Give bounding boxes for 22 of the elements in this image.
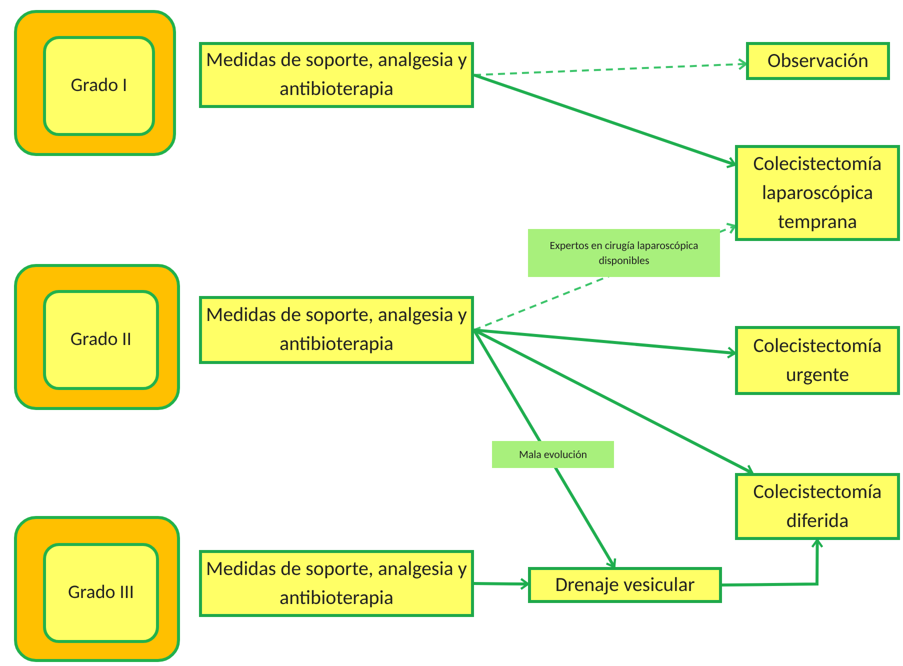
grade-box: Grado II	[43, 290, 159, 390]
edge-label: Mala evolución	[492, 441, 614, 468]
process-box: Observación	[746, 42, 890, 80]
arrow	[472, 329, 616, 568]
grade-frame	[14, 264, 180, 410]
grade-frame	[14, 516, 180, 662]
arrow	[474, 578, 530, 590]
process-box: Drenaje vesicular	[528, 567, 722, 603]
grade-frame	[14, 10, 176, 156]
edge-label: Expertos en cirugía laparoscópica disponibles	[528, 229, 720, 277]
dashed-arrow	[474, 58, 748, 76]
arrow	[722, 538, 824, 586]
process-box: Colecistectomía diferida	[735, 473, 900, 540]
process-box: Medidas de soporte, analgesia y antibioterapia	[199, 296, 474, 364]
process-box: Medidas de soporte, analgesia y antibioterapia	[199, 42, 474, 108]
process-box: Medidas de soporte, analgesia y antibioterapia	[199, 550, 474, 617]
grade-box: Grado III	[43, 543, 159, 643]
arrow	[474, 328, 736, 359]
grade-box: Grado I	[43, 36, 155, 136]
process-box: Colecistectomía laparoscópica temprana	[735, 145, 900, 241]
arrow	[474, 74, 736, 168]
process-box: Colecistectomía urgente	[735, 326, 900, 395]
